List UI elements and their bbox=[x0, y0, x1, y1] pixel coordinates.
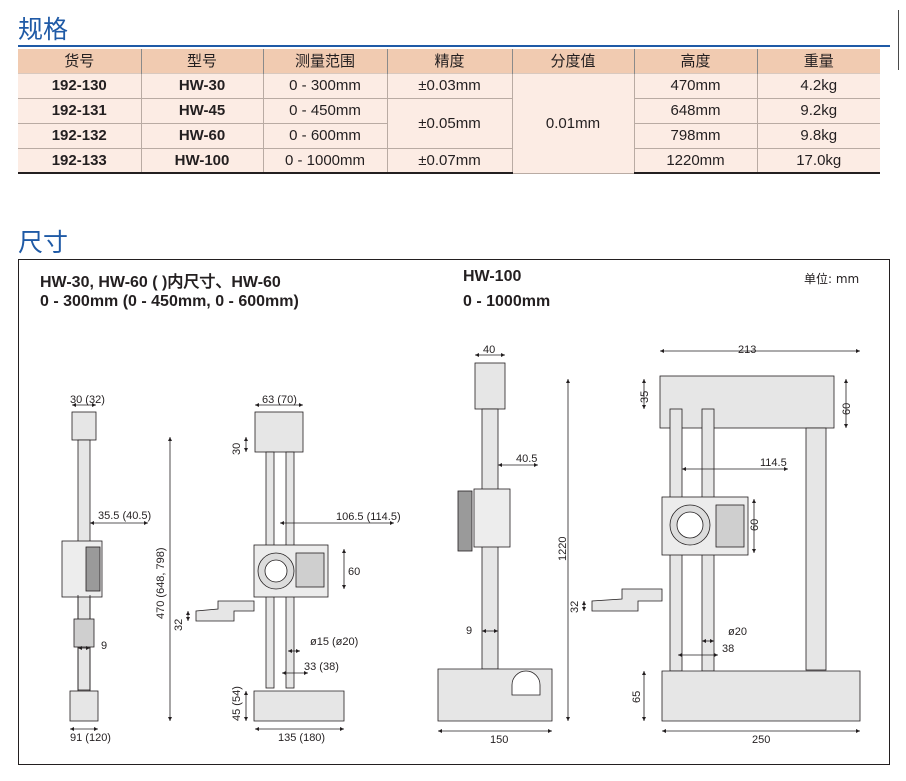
cell-code: 192-130 bbox=[18, 72, 142, 99]
dim-label: 32 bbox=[173, 619, 185, 631]
front-view-top-cap bbox=[254, 411, 304, 453]
dim-label: 135 (180) bbox=[278, 732, 325, 744]
header-model: 型号 bbox=[140, 49, 264, 73]
cell-accuracy: ±0.03mm bbox=[386, 72, 513, 99]
cell-range: 0 - 600mm bbox=[262, 122, 388, 149]
dim-label: 35 bbox=[639, 391, 651, 403]
dimension-drawing-frame bbox=[18, 259, 890, 765]
dim-label: 32 bbox=[569, 601, 581, 613]
dim-label: 106.5 (114.5) bbox=[336, 511, 401, 523]
side-view-base bbox=[69, 690, 99, 722]
cell-weight: 9.2kg bbox=[756, 97, 880, 124]
header-range: 测量范围 bbox=[262, 49, 388, 73]
spec-header-row: 货号 型号 测量范围 精度 分度值 高度 重量 bbox=[18, 49, 880, 73]
cell-height: 798mm bbox=[633, 122, 758, 149]
cell-code: 192-131 bbox=[18, 97, 142, 124]
dim-label: 60 bbox=[749, 519, 761, 531]
cell-weight: 9.8kg bbox=[756, 122, 880, 149]
dim-label: 9 bbox=[466, 625, 472, 637]
dim-label: 33 (38) bbox=[304, 661, 339, 673]
dim-label: 91 (120) bbox=[70, 732, 111, 744]
right-model-range: 0 - 1000mm bbox=[463, 293, 551, 310]
cell-code: 192-133 bbox=[18, 147, 142, 174]
cell-resolution: 0.01mm bbox=[511, 72, 635, 174]
left-model-range: 0 - 300mm (0 - 450mm, 0 - 600mm) bbox=[40, 293, 299, 310]
cell-height: 1220mm bbox=[633, 147, 758, 174]
cell-accuracy: ±0.07mm bbox=[386, 147, 513, 174]
cell-code: 192-132 bbox=[18, 122, 142, 149]
dim-label: 114.5 bbox=[760, 457, 787, 469]
dim-label: 250 bbox=[752, 734, 770, 746]
dim-label: 60 bbox=[841, 403, 853, 415]
hw100-side-slider bbox=[473, 488, 511, 548]
dim-label: 30 (32) bbox=[70, 394, 105, 406]
cell-height: 648mm bbox=[633, 97, 758, 124]
page-edge-line bbox=[898, 10, 899, 70]
unit-note: 单位: mm bbox=[804, 272, 860, 286]
dim-label: 40 bbox=[483, 344, 495, 356]
dim-label: 1220 bbox=[557, 537, 569, 561]
dim-label: 30 bbox=[231, 443, 243, 455]
cell-model: HW-30 bbox=[140, 72, 264, 99]
left-model-title: HW-30, HW-60 ( )内尺寸、HW-60 bbox=[40, 274, 281, 291]
header-code: 货号 bbox=[18, 49, 142, 73]
front-view-scriber bbox=[195, 600, 255, 622]
dim-label: 213 bbox=[738, 344, 756, 356]
spec-section-title: 规格 bbox=[18, 15, 69, 44]
spec-table: 货号 型号 测量范围 精度 分度值 高度 重量 192-130 HW-30 0 … bbox=[18, 49, 880, 174]
cell-weight: 4.2kg bbox=[756, 72, 880, 99]
cell-height: 470mm bbox=[633, 72, 758, 99]
dim-label: ø20 bbox=[728, 626, 747, 638]
cell-range: 0 - 1000mm bbox=[262, 147, 388, 174]
dim-label: 150 bbox=[490, 734, 508, 746]
cell-accuracy: ±0.05mm bbox=[386, 97, 513, 149]
header-height: 高度 bbox=[633, 49, 758, 73]
cell-weight: 17.0kg bbox=[756, 147, 880, 174]
spec-title-rule bbox=[18, 45, 890, 47]
dim-label: 40.5 bbox=[516, 453, 537, 465]
dim-label: 60 bbox=[348, 566, 360, 578]
cell-range: 0 - 300mm bbox=[262, 72, 388, 99]
cell-model: HW-45 bbox=[140, 97, 264, 124]
dimension-drawing: 30 (32) 35.5 (40.5) 9 91 (120) 63 (70) 3… bbox=[61, 344, 861, 746]
dim-label: ø15 (ø20) bbox=[310, 636, 358, 648]
hw100-front-base bbox=[661, 670, 861, 722]
header-weight: 重量 bbox=[756, 49, 880, 73]
dim-label: 45 (54) bbox=[231, 686, 243, 721]
table-row: 192-131 HW-45 0 - 450mm ±0.05mm 648mm 9.… bbox=[18, 97, 880, 149]
hw100-side-top-cap bbox=[474, 362, 506, 410]
side-view-top-cap bbox=[71, 411, 97, 441]
dim-label: 470 (648, 798) bbox=[155, 547, 167, 619]
cell-range: 0 - 450mm bbox=[262, 97, 388, 124]
right-model-title: HW-100 bbox=[463, 268, 522, 285]
hw100-front-top-beam bbox=[659, 375, 835, 429]
header-accuracy: 精度 bbox=[386, 49, 513, 73]
cell-model: HW-60 bbox=[140, 122, 264, 149]
front-view-base bbox=[253, 690, 345, 722]
header-resolution: 分度值 bbox=[511, 49, 635, 73]
dim-label: 38 bbox=[722, 643, 734, 655]
table-row: 192-133 HW-100 0 - 1000mm ±0.07mm 1220mm… bbox=[18, 147, 880, 174]
table-row: 192-130 HW-30 0 - 300mm ±0.03mm 0.01mm 4… bbox=[18, 72, 880, 174]
dim-label: 9 bbox=[101, 640, 107, 652]
dim-section-title: 尺寸 bbox=[18, 228, 69, 257]
dim-label: 63 (70) bbox=[262, 394, 297, 406]
cell-model: HW-100 bbox=[140, 147, 264, 174]
dim-label: 35.5 (40.5) bbox=[98, 510, 151, 522]
dim-label: 65 bbox=[631, 691, 643, 703]
